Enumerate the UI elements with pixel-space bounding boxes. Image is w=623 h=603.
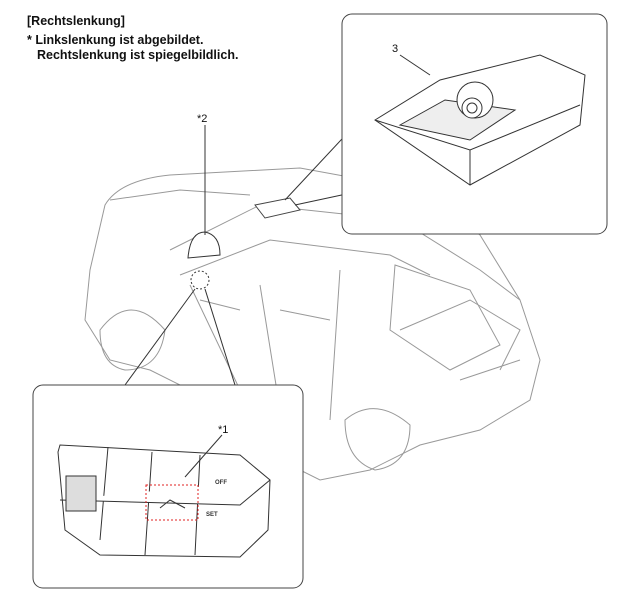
note-line-1: * Linkslenkung ist abgebildet.	[27, 33, 204, 47]
switch-panel-illustration	[57, 444, 271, 558]
callout-ref-2: *2	[197, 113, 207, 125]
highlighted-switch	[145, 484, 199, 521]
set-label: SET	[206, 512, 218, 518]
note-line-2: Rechtslenkung ist spiegelbildlich.	[37, 48, 239, 62]
mirror-location-marker	[187, 231, 221, 259]
camera-location-marker	[254, 197, 301, 219]
switch-location-marker	[190, 270, 210, 290]
callout-ref-1: *1	[218, 424, 228, 436]
callout-part-3: 3	[392, 43, 398, 55]
camera-unit-illustration	[374, 54, 586, 186]
diagram-title: [Rechtslenkung]	[27, 14, 125, 28]
off-label: OFF	[215, 480, 227, 486]
